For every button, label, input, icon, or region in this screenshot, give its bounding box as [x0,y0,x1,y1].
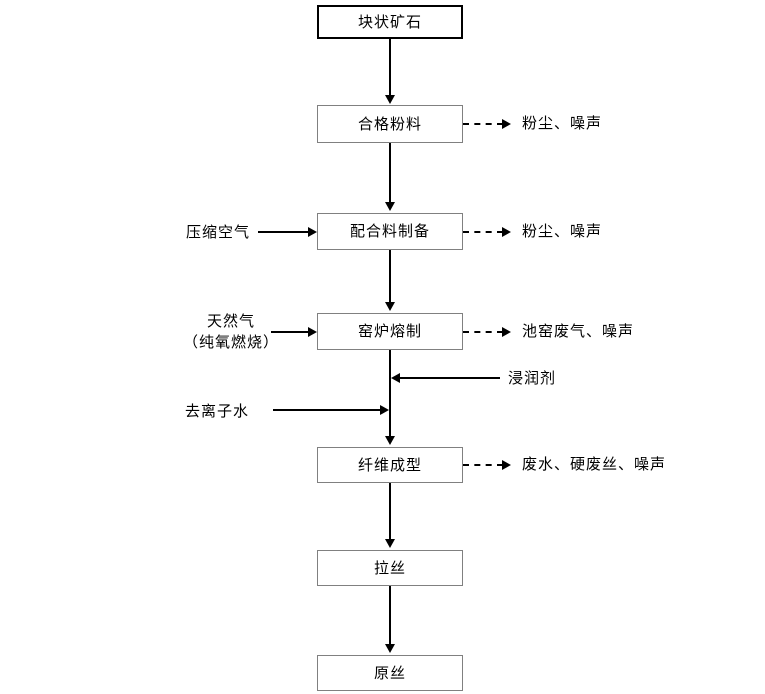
arrowhead-right-compressed-air [308,227,317,237]
connector-pollutant-n5 [463,464,503,466]
arrowhead-right-natural-gas [308,327,317,337]
arrowhead-right-pollutant-n2 [502,119,511,129]
connector-pollutant-n2 [463,123,503,125]
process-node-raw-ore[interactable]: 块状矿石 [317,5,463,39]
connector-input-sizing-agent [400,377,500,379]
pollutant-label-dust-noise-2: 粉尘、噪声 [522,222,603,240]
arrowhead-down-n7 [385,644,395,653]
input-label-natural-gas-line1: 天然气 [206,312,255,330]
arrowhead-right-pollutant-n3 [502,227,511,237]
process-node-fiber-forming[interactable]: 纤维成型 [317,447,463,483]
pollutant-label-wastewater-waste-fiber-noise: 废水、硬废丝、噪声 [522,455,667,473]
connector-input-natural-gas [271,331,309,333]
arrowhead-down-n4 [385,302,395,311]
process-node-furnace-melting[interactable]: 窑炉熔制 [317,313,463,350]
connector-input-compressed-air [258,231,309,233]
connector-n6-n7 [389,586,391,645]
connector-input-deionized-water [273,409,381,411]
input-label-natural-gas-line2: （纯氧燃烧） [182,333,279,351]
arrowhead-right-pollutant-n4 [502,327,511,337]
arrowhead-right-pollutant-n5 [502,460,511,470]
connector-pollutant-n4 [463,331,503,333]
pollutant-label-dust-noise-1: 粉尘、噪声 [522,114,603,132]
arrowhead-down-n2 [385,95,395,104]
connector-n4-n5 [389,350,391,437]
connector-n3-n4 [389,250,391,303]
input-label-sizing-agent: 浸润剂 [508,369,557,387]
arrowhead-right-deionized-water [380,405,389,415]
input-label-compressed-air: 压缩空气 [186,223,251,241]
process-node-drawing[interactable]: 拉丝 [317,550,463,586]
arrowhead-down-n3 [385,202,395,211]
arrowhead-down-n5 [385,436,395,445]
connector-pollutant-n3 [463,231,503,233]
pollutant-label-furnace-gas-noise: 池窑废气、噪声 [522,322,635,340]
process-node-qualified-powder[interactable]: 合格粉料 [317,105,463,143]
process-node-raw-yarn[interactable]: 原丝 [317,655,463,691]
connector-n2-n3 [389,143,391,203]
connector-n5-n6 [389,483,391,540]
connector-n1-n2 [389,39,391,96]
arrowhead-down-n6 [385,539,395,548]
arrowhead-left-sizing-agent [391,373,400,383]
process-node-batch-preparation[interactable]: 配合料制备 [317,213,463,250]
input-label-deionized-water: 去离子水 [185,402,250,420]
